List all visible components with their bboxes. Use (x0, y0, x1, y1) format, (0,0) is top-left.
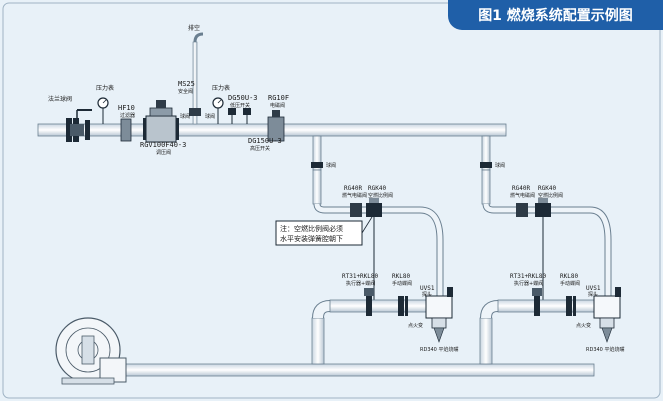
label-rgv-sub: 调压阀 (156, 149, 171, 156)
vent-elbow (193, 32, 204, 43)
dg50u3-switch (228, 108, 236, 124)
branch-2 (480, 162, 612, 300)
note-box (275, 216, 373, 246)
label-ms25: MS25 (178, 80, 195, 88)
label-ball-valve-1: 球阀 (180, 113, 190, 120)
label-rkl80-1: RKL80 (392, 273, 410, 280)
label-dg50u3: DG50U-3 (228, 94, 258, 102)
combustion-air-pipe (123, 299, 603, 377)
label-dg150u3: DG150U-3 (248, 137, 282, 145)
label-rgk40-1-sub: 空燃比例阀 (368, 192, 393, 199)
label-hf10-sub: 过滤器 (120, 112, 135, 119)
label-igniter-2: 点火变 (576, 322, 591, 329)
inlet-ball-valve (66, 109, 92, 142)
label-rgk40-1: RGK40 (368, 185, 386, 192)
blower-fan (55, 317, 127, 385)
label-ball-valve-2: 球阀 (205, 113, 215, 120)
label-rgk40-2: RGK40 (538, 185, 556, 192)
label-igniter-1: 点火变 (408, 322, 423, 329)
label-rt31-1-sub: 执行器+蝶阀 (346, 280, 375, 287)
label-uvs1-1: UVS1 (420, 285, 435, 292)
note-line-1: 注：空燃比例阀必须 (280, 224, 343, 233)
dg150u3-switch (243, 108, 251, 124)
burner-2 (593, 287, 621, 343)
label-uvs1-1-sub: 探头 (422, 291, 432, 298)
burner-1 (425, 287, 453, 343)
air-valves-branch-2 (532, 288, 576, 316)
label-rg10f-sub: 电磁阀 (270, 102, 285, 109)
label-vent: 排空 (188, 24, 200, 32)
label-hf10: HF10 (118, 104, 135, 112)
note-line-2: 水平安装弹簧腔朝下 (280, 234, 343, 243)
label-uvs1-2: UVS1 (586, 285, 601, 292)
label-rg40r-1-sub: 燃气电磁阀 (342, 192, 367, 199)
label-rkl80-2: RKL80 (560, 273, 578, 280)
branch-1 (311, 162, 444, 300)
label-rg40r-1: RG40R (344, 185, 362, 192)
label-ball-valve-4: 球阀 (495, 162, 505, 169)
label-gas-inlet-ball-valve: 法兰球阀 (48, 95, 72, 103)
label-rg40r-2-sub: 燃气电磁阀 (510, 192, 535, 199)
rg10f-solenoid (267, 110, 285, 142)
label-rkl80-2-sub: 手动蝶阀 (560, 280, 580, 287)
label-rgv: RGV100F40-3 (140, 141, 186, 149)
label-ms25-sub: 安全阀 (178, 88, 193, 95)
label-pressure-gauge-2: 压力表 (212, 84, 230, 92)
hf10-filter (120, 118, 132, 142)
pressure-gauge-1 (97, 97, 109, 124)
label-burner-2: RD340 平焰烧嘴 (586, 346, 624, 353)
label-dg150u3-sub: 高压开关 (250, 145, 270, 152)
label-rg40r-2: RG40R (512, 185, 530, 192)
title-banner: 图1 燃烧系统配置示例图 (448, 0, 663, 30)
ms25-safety-valve (189, 108, 201, 116)
label-pressure-gauge-1: 压力表 (96, 84, 114, 92)
air-valves-branch-1 (364, 288, 408, 316)
label-rkl80-1-sub: 手动蝶阀 (392, 280, 412, 287)
label-dg50u3-sub: 低压开关 (230, 102, 250, 109)
label-rt31-2: RT31+RKL80 (510, 273, 547, 280)
label-rgk40-2-sub: 空燃比例阀 (538, 192, 563, 199)
label-rg10f: RG10F (268, 94, 289, 102)
label-uvs1-2-sub: 探头 (588, 291, 598, 298)
rgv-regulator (143, 100, 179, 143)
pressure-gauge-2 (212, 97, 224, 124)
label-ball-valve-3: 球阀 (326, 162, 336, 169)
label-rt31-2-sub: 执行器+蝶阀 (514, 280, 543, 287)
label-burner-1: RD340 平焰烧嘴 (420, 346, 458, 353)
label-rt31-1: RT31+RKL80 (342, 273, 379, 280)
